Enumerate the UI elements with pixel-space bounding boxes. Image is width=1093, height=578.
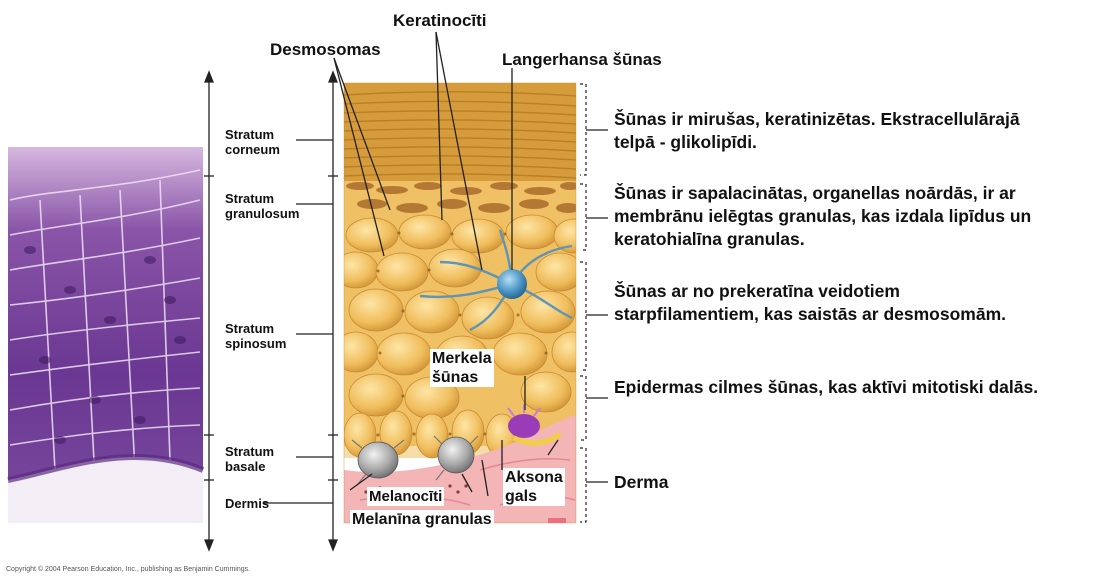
layer-label-basale: Stratumbasale: [225, 444, 274, 474]
corneum-description: Šūnas ir mirušas, keratinizētas. Ekstrac…: [614, 108, 1034, 154]
layer-label-corneum: Stratumcorneum: [225, 127, 280, 157]
depth-axis-middle: [328, 72, 338, 550]
langerhans-label: Langerhansa šūnas: [502, 50, 662, 70]
copyright-notice: Copyright © 2004 Pearson Education, Inc.…: [6, 566, 250, 573]
layer-brackets: [580, 84, 586, 522]
melanocytes-label: Melanocīti: [367, 487, 444, 506]
axon-terminal-label: Aksonagals: [503, 468, 565, 506]
layer-label-spinosum: Stratumspinosum: [225, 321, 286, 351]
derma-label: Derma: [614, 472, 668, 493]
histology-micrograph: [8, 147, 203, 523]
keratinocytes-label: Keratinocīti: [393, 11, 487, 31]
desmosomes-label: Desmosomas: [270, 40, 381, 60]
basale-description: Epidermas cilmes šūnas, kas aktīvi mitot…: [614, 376, 1064, 399]
merkel-label: Merkelašūnas: [430, 349, 494, 387]
bracket-leaders: [586, 130, 608, 482]
melanin-legend-swatch: [548, 518, 566, 523]
layer-label-dermis: Dermis: [225, 496, 269, 511]
melanin-granules-label: Melanīna granulas: [350, 510, 494, 529]
granulosum-description: Šūnas ir sapalacinātas, organellas noārd…: [614, 182, 1064, 251]
spinosum-description: Šūnas ar no prekeratīna veidotiem starpf…: [614, 280, 1024, 326]
layer-label-granulosum: Stratumgranulosum: [225, 191, 299, 221]
epidermis-block: [334, 83, 594, 523]
depth-axis-left: [204, 72, 214, 550]
